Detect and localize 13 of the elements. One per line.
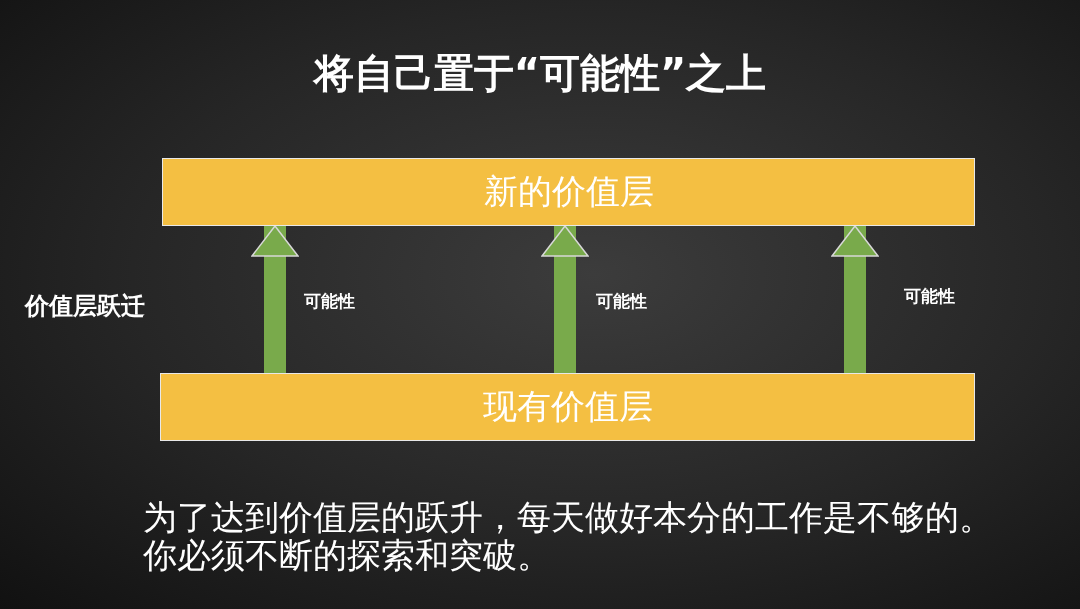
layer-box <box>162 158 975 226</box>
up-arrow <box>541 225 589 373</box>
edge-label: 可能性 <box>904 285 955 308</box>
box-label: 现有价值层 <box>482 385 653 428</box>
caption: 为了达到价值层的跃升，每天做好本分的工作是不够的。你必须不断的探索和突破。 <box>143 498 994 574</box>
up-arrow <box>251 225 299 373</box>
box-label: 新的价值层 <box>483 170 654 213</box>
edge-label: 可能性 <box>304 290 355 313</box>
edge-label: 可能性 <box>596 290 647 313</box>
title: 将自己置于“可能性”之上 <box>312 49 768 98</box>
side-label: 价值层跃迁 <box>25 291 145 322</box>
layer-box <box>160 373 975 441</box>
up-arrow <box>831 225 879 373</box>
